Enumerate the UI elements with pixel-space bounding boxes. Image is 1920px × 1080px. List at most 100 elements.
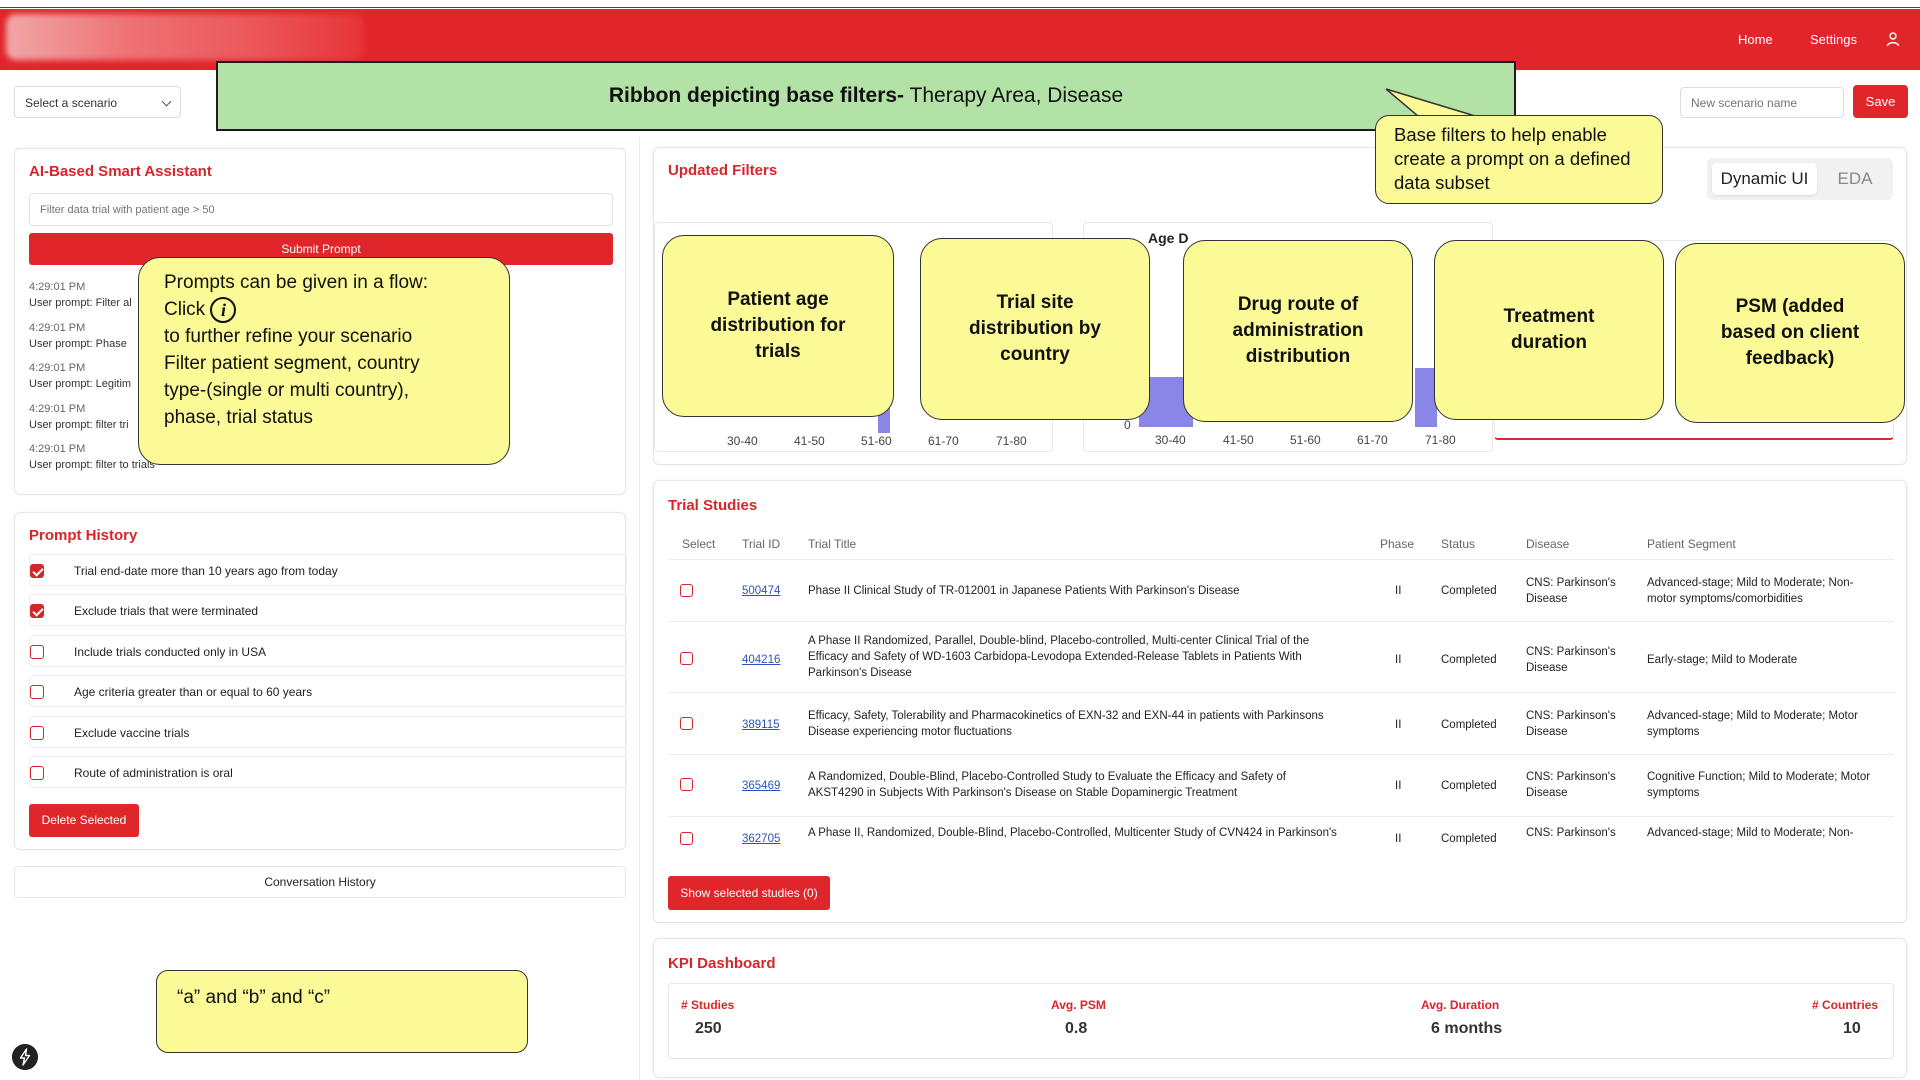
scenario-name-input[interactable]	[1680, 87, 1844, 118]
abc-callout: “a” and “b” and “c”	[156, 970, 528, 1053]
disease-line: CNS: Parkinson's	[1526, 710, 1616, 722]
callout-line: distribution	[1245, 346, 1351, 367]
trial-studies-panel: Trial Studies Select Trial ID Trial Titl…	[653, 480, 1907, 923]
callout-line: feedback)	[1745, 348, 1835, 369]
filters-title: Updated Filters	[668, 162, 778, 179]
segment-line: Advanced-stage; Mild to Moderate; Motor	[1647, 710, 1858, 722]
trial-phase: II	[1395, 585, 1402, 597]
history-checkbox[interactable]	[30, 604, 44, 618]
trial-status: Completed	[1441, 585, 1497, 597]
trial-segment: Early-stage; Mild to Moderate	[1647, 652, 1797, 668]
trial-title-line: Phase II Clinical Study of TR-012001 in …	[808, 585, 1240, 597]
info-icon: i	[210, 296, 237, 323]
history-title: Prompt History	[29, 527, 138, 544]
history-item-label: Route of administration is oral	[74, 766, 233, 780]
history-item[interactable]: Age criteria greater than or equal to 60…	[29, 675, 627, 707]
x-tick-label: 41-50	[794, 434, 825, 448]
trial-id-link[interactable]: 362705	[742, 833, 781, 845]
lightning-bolt-icon[interactable]	[12, 1044, 38, 1070]
trial-id-link[interactable]: 389115	[742, 719, 780, 731]
trial-id-link[interactable]: 365469	[742, 780, 781, 792]
table-row: 500474 Phase II Clinical Study of TR-012…	[668, 560, 1894, 622]
history-item[interactable]: Exclude vaccine trials	[29, 716, 627, 748]
save-button[interactable]: Save	[1853, 85, 1908, 118]
callout-click-text: Click	[164, 299, 206, 320]
callout-line: based on client	[1720, 322, 1860, 343]
log-text: User prompt: Filter al	[29, 297, 132, 309]
scenario-select[interactable]: Select a scenario	[14, 86, 181, 118]
segment-line: symptoms	[1647, 787, 1700, 799]
nav-home-link[interactable]: Home	[1738, 32, 1773, 47]
show-selected-studies-button[interactable]: Show selected studies (0)	[668, 876, 830, 910]
row-select-checkbox[interactable]	[680, 778, 693, 791]
nav-settings-link[interactable]: Settings	[1810, 32, 1857, 47]
tab-eda[interactable]: EDA	[1837, 169, 1873, 188]
log-time: 4:29:01 PM	[29, 322, 86, 334]
tab-dynamic-ui[interactable]: Dynamic UI	[1712, 163, 1817, 195]
kpi-dashboard-panel: KPI Dashboard # Studies 250 Avg. PSM 0.8…	[653, 938, 1907, 1078]
kpi-label: Avg. Duration	[1421, 998, 1500, 1012]
prompt-log-entry: 4:29:01 PM User prompt: Phase	[29, 320, 127, 352]
kpi-label: # Studies	[681, 998, 735, 1012]
segment-line: motor symptoms/comorbidities	[1647, 593, 1803, 605]
history-checkbox[interactable]	[30, 726, 44, 740]
ribbon-title: Ribbon depicting base filters-	[608, 84, 905, 107]
x-tick-label: 51-60	[861, 434, 892, 448]
callout-line: PSM (added	[1735, 296, 1845, 317]
history-item-label: Trial end-date more than 10 years ago fr…	[74, 564, 338, 578]
history-checkbox[interactable]	[30, 685, 44, 699]
trial-title-line: Parkinson's Disease	[808, 667, 912, 679]
callout-line: Drug route of	[1237, 294, 1359, 315]
table-row: 362705 A Phase II, Randomized, Double-Bl…	[668, 818, 1894, 846]
kpi-title: KPI Dashboard	[668, 955, 776, 972]
x-tick-label: 71-80	[996, 434, 1027, 448]
trial-status: Completed	[1441, 719, 1497, 731]
prompt-input[interactable]	[29, 193, 613, 226]
trial-title-line: A Phase II, Randomized, Double-Blind, Pl…	[808, 827, 1337, 839]
user-icon[interactable]	[1885, 31, 1901, 47]
disease-line: Disease	[1526, 593, 1568, 605]
history-checkbox[interactable]	[30, 645, 44, 659]
trial-id-link[interactable]: 500474	[742, 585, 781, 597]
delete-selected-button[interactable]: Delete Selected	[29, 804, 139, 837]
prompt-log-entry: 4:29:01 PM User prompt: Legitim	[29, 360, 131, 392]
trial-id-link[interactable]: 404216	[742, 654, 781, 666]
trial-title-line: Efficacy, Safety, Tolerability and Pharm…	[808, 710, 1324, 722]
base-filters-callout: Base filters to help enable create a pro…	[1375, 115, 1663, 204]
log-text: User prompt: Phase	[29, 338, 127, 350]
prompt-log-entry: 4:29:01 PM User prompt: filter tri	[29, 401, 129, 433]
history-item[interactable]: Include trials conducted only in USA	[29, 635, 627, 667]
disease-line: Disease	[1526, 726, 1568, 738]
callout-line: create a prompt on a defined	[1394, 148, 1631, 169]
psm-callout: PSM (added based on client feedback)	[1675, 243, 1905, 423]
callout-line: Prompts can be given in a flow:	[164, 272, 429, 293]
history-item[interactable]: Trial end-date more than 10 years ago fr…	[29, 554, 627, 586]
history-item-label: Exclude vaccine trials	[74, 726, 190, 740]
callout-line: type-(single or multi country),	[164, 380, 409, 401]
trial-title-line: Disease experiencing motor fluctuations	[808, 726, 1012, 738]
history-item[interactable]: Exclude trials that were terminated	[29, 594, 627, 626]
trial-title: A Randomized, Double-Blind, Placebo-Cont…	[808, 769, 1368, 801]
prompt-log-entry: 4:29:01 PM User prompt: filter to trials	[29, 441, 155, 473]
row-select-checkbox[interactable]	[680, 717, 693, 730]
trial-title: Phase II Clinical Study of TR-012001 in …	[808, 583, 1368, 599]
history-item-label: Age criteria greater than or equal to 60…	[74, 685, 313, 699]
log-text: User prompt: Legitim	[29, 378, 132, 390]
conversation-history-button[interactable]: Conversation History	[14, 866, 626, 898]
history-item[interactable]: Route of administration is oral	[29, 756, 627, 788]
disease-line: CNS: Parkinson's	[1526, 827, 1616, 839]
column-header: Phase	[1380, 537, 1415, 551]
segment-line: Early-stage; Mild to Moderate	[1647, 654, 1798, 666]
history-checkbox[interactable]	[30, 564, 44, 578]
row-select-checkbox[interactable]	[680, 832, 693, 845]
disease-line: CNS: Parkinson's	[1526, 771, 1616, 783]
row-select-checkbox[interactable]	[680, 652, 693, 665]
history-checkbox[interactable]	[30, 766, 44, 780]
kpi-box: # Studies 250 Avg. PSM 0.8 Avg. Duration…	[668, 983, 1894, 1059]
sidebar-divider	[639, 137, 640, 1080]
row-select-checkbox[interactable]	[680, 584, 693, 597]
